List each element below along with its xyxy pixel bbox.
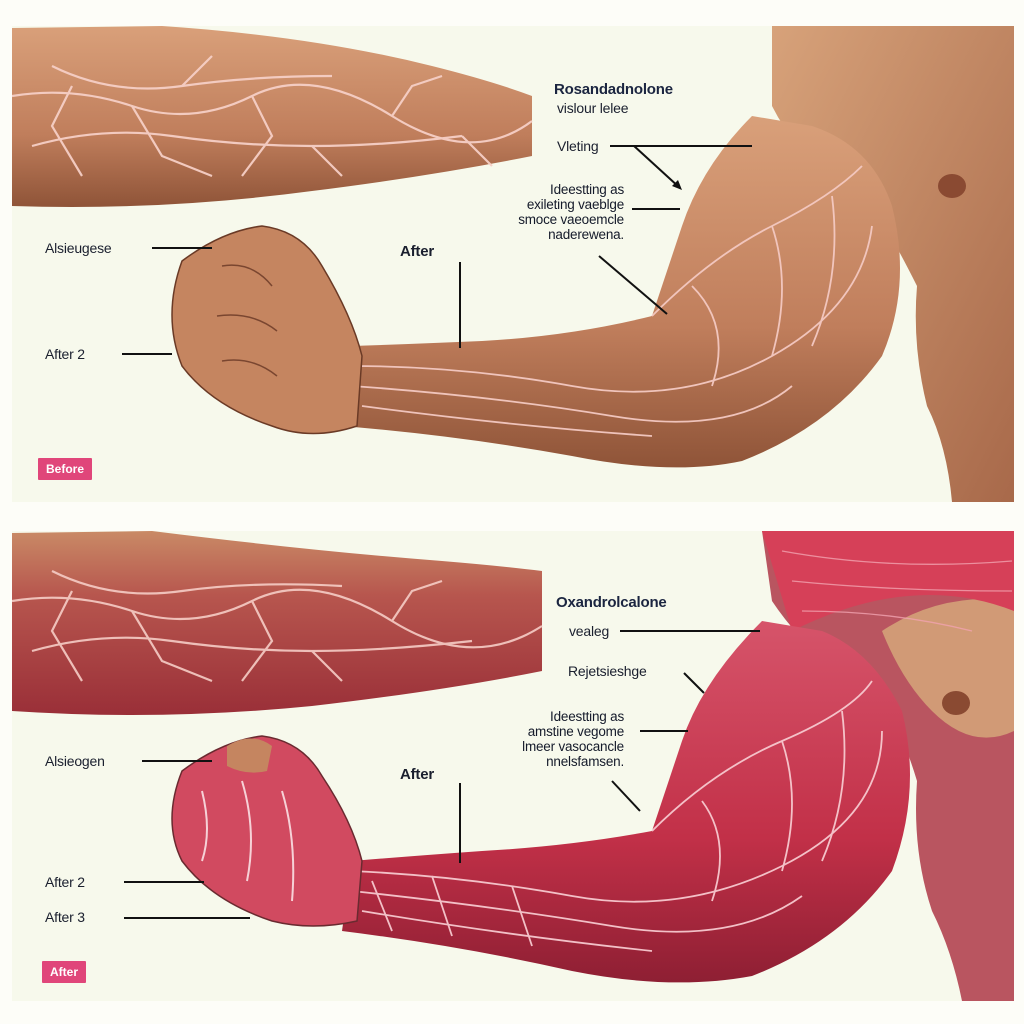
description-line-4: naderewena. <box>548 227 624 242</box>
description-block: Ideestting as exileting vaeblge smoce va… <box>464 182 624 242</box>
after-arm-illustration <box>12 531 1014 1001</box>
label-after-3: After 3 <box>45 909 85 925</box>
leader-line <box>640 730 688 732</box>
title-line-2: vislour lelee <box>557 100 629 116</box>
after-upper-forearm <box>12 531 542 715</box>
after-panel: Oxandrolcalone vealeg Rejetsieshge Idees… <box>12 531 1014 1001</box>
before-upper-forearm <box>12 26 532 207</box>
chest-skin <box>882 599 1014 738</box>
before-badge: Before <box>38 458 93 480</box>
arrow-icon <box>598 255 668 315</box>
leader-line <box>152 247 212 249</box>
leader-line <box>620 630 760 632</box>
label-after: After <box>400 766 435 783</box>
label-vealeg: vealeg <box>569 623 610 639</box>
label-vleting: Vleting <box>557 138 599 154</box>
label-alsieogen: Alsieogen <box>45 753 105 769</box>
arrow-icon <box>611 780 641 812</box>
before-panel: Rosandadnolone vislour lelee Vleting Ide… <box>12 26 1014 502</box>
description-line-2: amstine vegome <box>527 724 624 739</box>
leader-line <box>122 353 172 355</box>
nipple <box>938 174 966 198</box>
after-bicep-forearm <box>342 621 910 983</box>
arrow-icon <box>683 672 705 694</box>
description-line-4: nnelsfamsen. <box>546 754 624 769</box>
after-upper-veins <box>12 570 543 683</box>
leader-line <box>124 881 204 883</box>
after-badge: After <box>42 961 87 983</box>
title-line-1: Oxandrolcalone <box>556 594 667 611</box>
description-line-1: Ideestting as <box>550 182 624 197</box>
before-bicep-forearm <box>342 116 900 468</box>
arrow-icon <box>633 145 682 190</box>
before-fist <box>171 225 363 435</box>
before-arm-veins <box>351 165 873 437</box>
label-after: After <box>400 243 435 260</box>
nipple <box>942 691 970 715</box>
after-arm-veins <box>351 680 883 952</box>
deltoid <box>762 531 1014 631</box>
label-after-2: After 2 <box>45 874 85 890</box>
label-after-2: After 2 <box>45 346 85 362</box>
description-block: Ideestting as amstine vegome lmeer vasoc… <box>464 709 624 769</box>
label-rejetsieshge: Rejetsieshge <box>568 663 647 679</box>
leader-line <box>459 262 461 348</box>
leader-line <box>142 760 212 762</box>
leader-line <box>459 783 461 863</box>
title-line-1: Rosandadnolone <box>554 81 673 98</box>
description-line-2: exileting vaeblge <box>526 197 624 212</box>
description-line-1: Ideestting as <box>550 709 624 724</box>
before-arm-illustration <box>12 26 1014 502</box>
after-fist <box>171 735 363 927</box>
description-line-3: smoce vaeoemcle <box>518 212 624 227</box>
description-line-3: lmeer vasocancle <box>522 739 624 754</box>
leader-line <box>610 145 752 147</box>
before-upper-veins <box>12 55 533 178</box>
leader-line <box>124 917 250 919</box>
leader-line <box>632 208 680 210</box>
label-alsieugese: Alsieugese <box>45 240 112 256</box>
